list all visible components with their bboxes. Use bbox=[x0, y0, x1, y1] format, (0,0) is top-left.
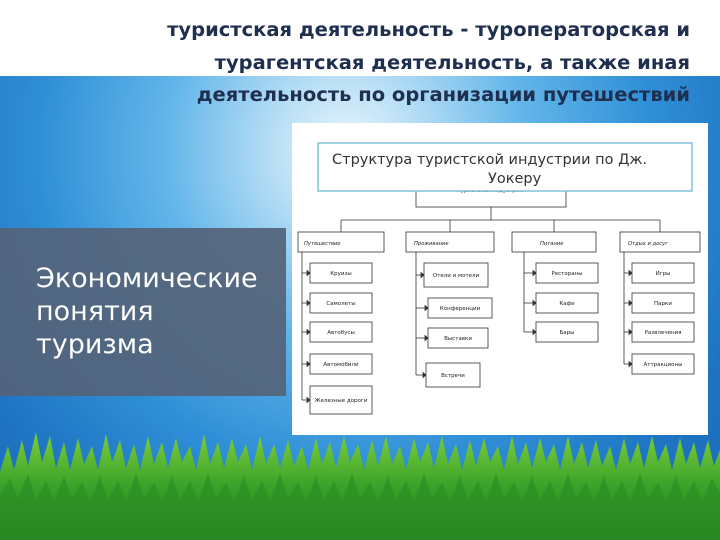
connector-arrow bbox=[306, 360, 311, 368]
connector-arrow bbox=[424, 334, 429, 342]
connector-arrow bbox=[306, 328, 311, 336]
slide-title: туристская деятельность - туроператорска… bbox=[90, 14, 690, 112]
diagram-node: Выставки bbox=[444, 336, 472, 342]
connector-arrow bbox=[422, 371, 427, 379]
connector-arrow bbox=[420, 271, 425, 279]
diagram-node: Самолеты bbox=[326, 301, 355, 307]
diagram-node-box bbox=[631, 353, 695, 375]
slide-title-line: деятельность по организации путешествий bbox=[196, 83, 690, 106]
column-header-box bbox=[619, 231, 701, 253]
diagram-node: Кафе bbox=[559, 301, 575, 307]
diagram-node-box bbox=[427, 297, 493, 319]
connector-arrow bbox=[424, 304, 429, 312]
diagram-node: Встречи bbox=[441, 373, 465, 379]
title-band bbox=[0, 0, 720, 76]
diagram-node-box bbox=[425, 362, 481, 388]
diagram-node: Развлечения bbox=[645, 330, 682, 336]
connector-arrow bbox=[532, 269, 537, 277]
column-header: Путешествие bbox=[304, 241, 341, 247]
side-panel bbox=[0, 228, 286, 396]
column-header-box bbox=[511, 231, 597, 253]
diagram-title-box bbox=[317, 142, 693, 192]
column-header: Отдых и досуг bbox=[628, 241, 668, 247]
diagram-node-box bbox=[535, 262, 599, 284]
side-heading: Экономические понятия туризма bbox=[36, 262, 258, 361]
diagram-node-box bbox=[535, 321, 599, 343]
column-header: Питание bbox=[540, 241, 563, 247]
diagram-image: Туристская индустрия Структура туристско… bbox=[292, 123, 708, 435]
side-heading-line: туризма bbox=[36, 329, 154, 360]
diagram-node-box bbox=[309, 262, 373, 284]
diagram-node-box bbox=[427, 327, 489, 349]
diagram-title-line: Уокеру bbox=[488, 171, 542, 187]
diagram-node-box bbox=[309, 321, 373, 343]
diagram-node-box bbox=[631, 292, 695, 314]
diagram-node: Аттракционы bbox=[644, 362, 683, 368]
connector-lines bbox=[301, 207, 661, 404]
column-header-box bbox=[405, 231, 495, 253]
diagram-node-box bbox=[309, 385, 373, 415]
diagram-node: Парки bbox=[654, 301, 672, 307]
connector-arrow bbox=[532, 328, 537, 336]
connector-arrow bbox=[628, 328, 633, 336]
diagram-node-box bbox=[535, 292, 599, 314]
connector-arrow bbox=[306, 269, 311, 277]
diagram-node: Автобусы bbox=[327, 330, 355, 336]
slide-title-line: турагентская деятельность, а также иная bbox=[214, 50, 690, 74]
diagram-node: Игры bbox=[656, 271, 671, 277]
diagram-node-box bbox=[309, 292, 373, 314]
connector-arrow bbox=[532, 299, 537, 307]
connector-arrow bbox=[628, 360, 633, 368]
column-header: Проживание bbox=[414, 241, 449, 247]
diagram-node: Конференции bbox=[440, 306, 481, 312]
diagram-node-box bbox=[631, 321, 695, 343]
connector-arrow bbox=[306, 299, 311, 307]
diagram-node: Автомобили bbox=[323, 362, 359, 368]
diagram-node: Отели и мотели bbox=[433, 273, 480, 279]
diagram-node: Рестораны bbox=[551, 271, 582, 277]
diagram-node-box bbox=[631, 262, 695, 284]
connector-arrow bbox=[628, 299, 633, 307]
diagram-title-line: Структура туристской индустрии по Дж. bbox=[332, 152, 647, 168]
connector-arrow bbox=[628, 269, 633, 277]
slide-title-line: туристская деятельность - туроператорска… bbox=[167, 18, 690, 41]
column-header-box bbox=[297, 231, 385, 253]
side-heading-line: понятия bbox=[36, 296, 154, 327]
diagram-node: Круизы bbox=[330, 271, 352, 277]
diagram-node: Бары bbox=[560, 330, 575, 336]
diagram-node-box bbox=[423, 262, 489, 288]
side-heading-line: Экономические bbox=[36, 263, 258, 294]
connector-arrow bbox=[306, 396, 311, 404]
diagram-node: Железные дороги bbox=[315, 398, 368, 404]
diagram-node-box bbox=[309, 353, 373, 375]
